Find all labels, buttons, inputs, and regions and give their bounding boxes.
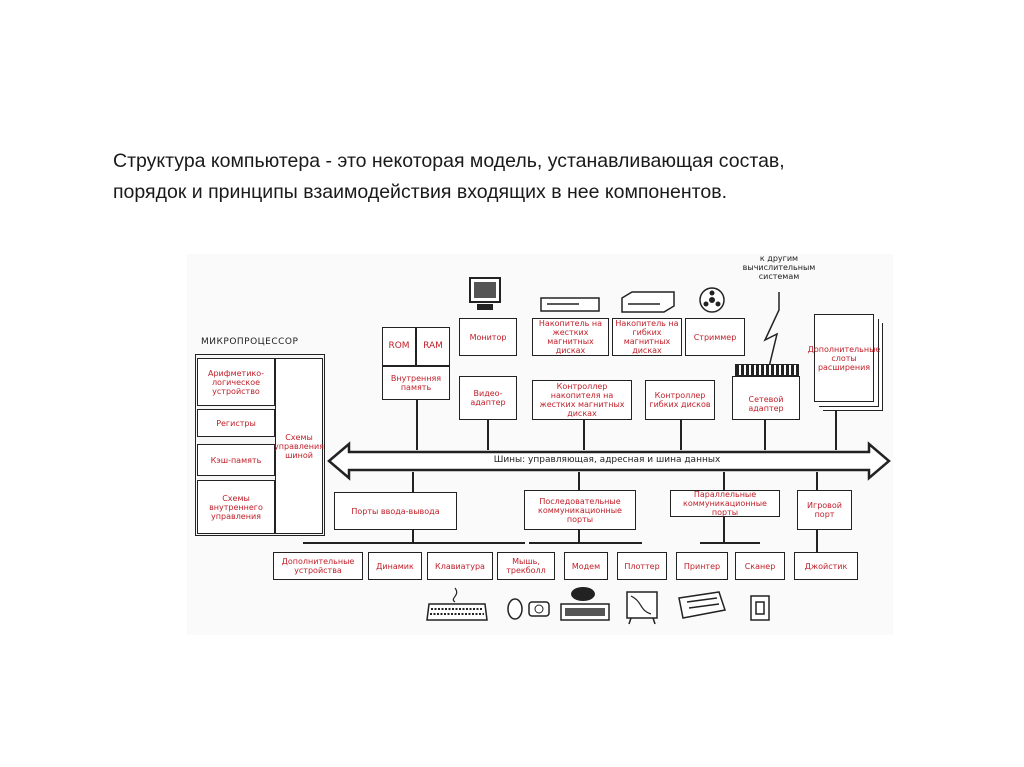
cache-block: Кэш-память — [197, 444, 275, 476]
caption-line-1: Структура компьютера - это некоторая мод… — [113, 150, 785, 172]
alu-block: Арифметико-логическое устройство — [197, 358, 275, 406]
network-note: к другим вычислительным системам — [742, 254, 816, 281]
plotter-block: Плоттер — [617, 552, 667, 580]
hdd-controller-block: Контроллер накопителя на жестких магнитн… — [532, 380, 632, 420]
speaker-block: Динамик — [368, 552, 422, 580]
video-bus-line — [487, 420, 489, 450]
game-bus-line — [816, 472, 818, 490]
game-port-block: Игровой порт — [797, 490, 852, 530]
fdd-controller-block: Контроллер гибких дисков — [645, 380, 715, 420]
parallel-device-line — [700, 542, 760, 544]
io-device-line — [303, 542, 525, 544]
serial-drop-line — [578, 530, 580, 542]
fdd-block: Накопитель на гибких магнитных дисках — [612, 318, 682, 356]
network-adapter-block: Сетевой адаптер — [732, 376, 800, 420]
serial-device-line — [529, 542, 642, 544]
ram-block: RAM — [416, 327, 450, 366]
monitor-icon — [469, 277, 501, 310]
serial-bus-line — [578, 472, 580, 490]
extra-devices-block: Дополнительные устройства — [273, 552, 363, 580]
printer-icon — [678, 591, 726, 619]
io-drop-line — [412, 530, 414, 542]
parallel-bus-line — [723, 472, 725, 490]
bus-control-block: Схемы управления шиной — [274, 358, 324, 534]
internal-memory-block: Внутренняя память — [382, 366, 450, 400]
caption-line-2: порядок и принципы взаимодействия входящ… — [113, 181, 727, 203]
registers-block: Регистры — [197, 409, 275, 437]
parallel-drop-line — [723, 517, 725, 542]
computer-structure-diagram: МИКРОПРОЦЕССОР Арифметико-логическое уст… — [187, 254, 893, 635]
internal-control-block: Схемы внутреннего управления — [197, 480, 275, 534]
plotter-icon — [626, 591, 658, 625]
parallel-ports-block: Параллельные коммуникационные порты — [670, 490, 780, 517]
bus-label: Шины: управляющая, адресная и шина данны… — [493, 455, 721, 465]
expansion-slots-block: Дополнительные слоты расширения — [808, 314, 880, 402]
modem-icon — [560, 587, 610, 621]
caption: Структура компьютера - это некоторая мод… — [113, 146, 933, 208]
slots-bus-line — [835, 410, 837, 450]
serial-ports-block: Последовательные коммуникационные порты — [524, 490, 636, 530]
printer-block: Принтер — [676, 552, 728, 580]
system-bus — [327, 441, 891, 481]
network-connector-icon — [735, 364, 799, 376]
fdd-bus-line — [680, 420, 682, 450]
mouse-phone-icon — [507, 598, 550, 620]
microprocessor-title: МИКРОПРОЦЕССОР — [201, 337, 299, 347]
game-drop-line — [816, 530, 818, 552]
streamer-block: Стриммер — [685, 318, 745, 356]
hdd-block: Накопитель на жестких магнитных дисках — [532, 318, 609, 356]
keyboard-icon — [426, 587, 488, 621]
video-adapter-block: Видео-адаптер — [459, 376, 517, 420]
memory-bus-line — [416, 400, 418, 450]
modem-block: Модем — [564, 552, 608, 580]
io-bus-line — [412, 472, 414, 492]
tape-reel-icon — [699, 287, 725, 313]
fdd-icon — [621, 291, 675, 313]
joystick-icon — [750, 595, 770, 621]
hdd-bus-line — [583, 420, 585, 450]
mouse-block: Мышь, трекболл — [497, 552, 555, 580]
scanner-block: Сканер — [735, 552, 785, 580]
net-bus-line — [764, 420, 766, 450]
monitor-block: Монитор — [459, 318, 517, 356]
rom-block: ROM — [382, 327, 416, 366]
network-link-icon — [763, 292, 780, 367]
io-ports-block: Порты ввода-вывода — [334, 492, 457, 530]
hdd-icon — [540, 297, 600, 312]
joystick-block: Джойстик — [794, 552, 858, 580]
keyboard-block: Клавиатура — [427, 552, 493, 580]
